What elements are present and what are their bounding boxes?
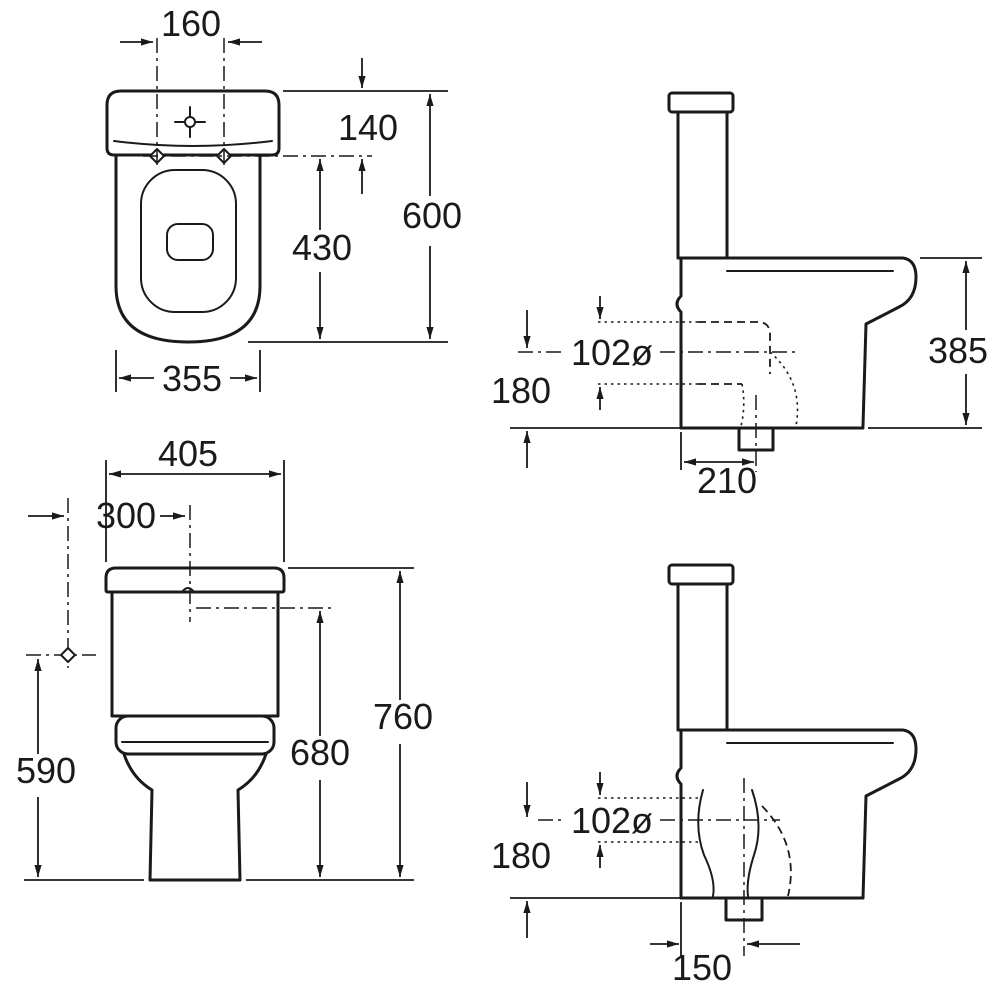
dim-cistern-width: 405	[105, 433, 285, 562]
bowl-front-block	[114, 714, 276, 756]
dim-outlet-height-lower: 180	[491, 782, 681, 938]
dim-outlet-diameter-lower: 102ø	[571, 772, 653, 868]
tank-lid-lower	[667, 563, 735, 586]
front-view: 405 300 760 680 590	[16, 433, 433, 882]
dim-label-cistern-width: 405	[158, 433, 218, 474]
side-view-upper: 102ø 180 385 210	[491, 91, 988, 501]
dim-overall-width: 355	[115, 350, 261, 399]
dim-outlet-setout-upper: 210	[680, 432, 757, 501]
dim-outlet-diameter-upper: 102ø	[571, 296, 653, 410]
dim-outlet-height-upper: 180	[491, 310, 681, 468]
dim-label-overall-height: 760	[373, 696, 433, 737]
plan-seat-opening	[140, 169, 237, 313]
dim-bowl-depth: 430	[292, 159, 352, 339]
lid-fixing-mark	[174, 106, 206, 138]
tank-lid-front	[104, 566, 286, 594]
dim-label-hole-spacing: 160	[161, 3, 221, 44]
dim-label-cistern-underside-height: 680	[290, 732, 350, 773]
dim-rim-height: 385	[868, 257, 988, 429]
bowl-back-edge	[675, 256, 683, 430]
plan-view: 160 140 600 430 355	[105, 3, 462, 399]
dim-label-outlet-height-upper: 180	[491, 370, 551, 411]
bowl-side-outline-lower	[676, 728, 918, 900]
dim-label-overall-depth: 600	[402, 195, 462, 236]
dim-cistern-depth: 140	[283, 58, 448, 194]
plan-bowl-outline	[114, 146, 262, 344]
bowl-side-outline	[676, 256, 918, 428]
dim-inlet-setout: 300	[28, 495, 185, 536]
dim-label-outlet-diameter-upper: 102ø	[571, 332, 653, 373]
dim-label-overall-width: 355	[162, 358, 222, 399]
trap-lines-lower	[598, 789, 792, 897]
inlet-marker	[60, 647, 76, 663]
plan-water-area	[166, 223, 214, 261]
dim-overall-depth: 600	[248, 94, 462, 343]
tank-side-outline	[676, 110, 729, 260]
flush-button-mark	[181, 587, 195, 593]
dim-hole-spacing: 160	[120, 3, 262, 46]
dim-label-bowl-depth: 430	[292, 227, 352, 268]
dim-label-inlet-setout: 300	[96, 495, 156, 536]
outlet-spigot	[737, 426, 775, 452]
dim-overall-height: 760	[246, 567, 433, 881]
dim-label-rim-height: 385	[928, 330, 988, 371]
tank-front-outline	[110, 590, 280, 718]
trap-hidden-lines	[598, 321, 799, 427]
dim-label-inlet-height: 590	[16, 750, 76, 791]
bowl-back-edge-lower	[675, 728, 683, 900]
dim-label-outlet-height-lower: 180	[491, 835, 551, 876]
dim-cistern-underside-height: 680	[290, 611, 350, 877]
dim-label-outlet-setout-lower: 150	[672, 947, 732, 988]
side-view-lower: 102ø 180 150	[491, 563, 918, 988]
dim-outlet-setout-lower: 150	[650, 902, 800, 988]
dim-label-outlet-setout-upper: 210	[697, 460, 757, 501]
dim-label-cistern-depth: 140	[338, 107, 398, 148]
pedestal-outline	[122, 752, 268, 882]
dim-inlet-height: 590	[16, 659, 144, 881]
plan-cistern-front-edge	[113, 140, 273, 147]
tank-lid	[667, 91, 735, 114]
tank-side-outline-lower	[676, 582, 729, 732]
dim-label-outlet-diameter-lower: 102ø	[571, 800, 653, 841]
